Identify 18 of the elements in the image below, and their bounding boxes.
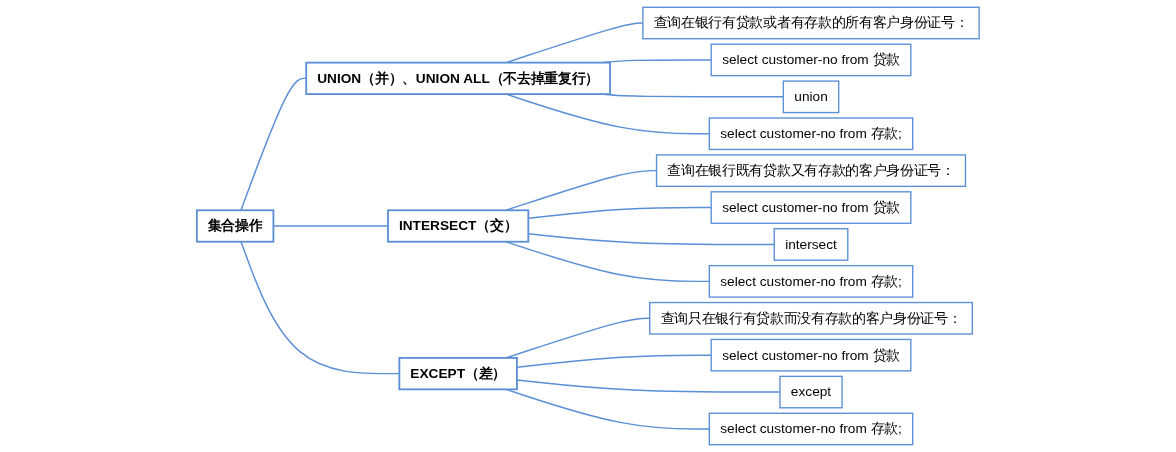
node-box: INTERSECT（交） [387, 209, 530, 243]
node-box: 查询只在银行有贷款而没有存款的客户身份证号： [649, 301, 973, 335]
node-box: 查询在银行既有贷款又有存款的客户身份证号： [655, 154, 967, 188]
node-box: 集合操作 [195, 209, 275, 243]
connector [516, 354, 712, 368]
node-box: select customer-no from 存款; [708, 117, 914, 151]
node-box: except [779, 375, 843, 409]
node-box: intersect [773, 228, 849, 261]
node-box: select customer-no from 存款; [708, 264, 914, 298]
node-box: select customer-no from 贷款 [710, 338, 912, 372]
node-box: select customer-no from 存款; [708, 412, 914, 446]
node-box: EXCEPT（差） [398, 357, 518, 391]
node-box: union [782, 80, 840, 114]
connector [240, 77, 307, 211]
node-box: 查询在银行有贷款或者有存款的所有客户身份证号： [642, 6, 980, 40]
node-box: UNION（并）、UNION ALL（不去掉重复行） [305, 61, 611, 95]
node-box: select customer-no from 贷款 [710, 191, 912, 224]
node-box: select customer-no from 贷款 [710, 43, 912, 77]
